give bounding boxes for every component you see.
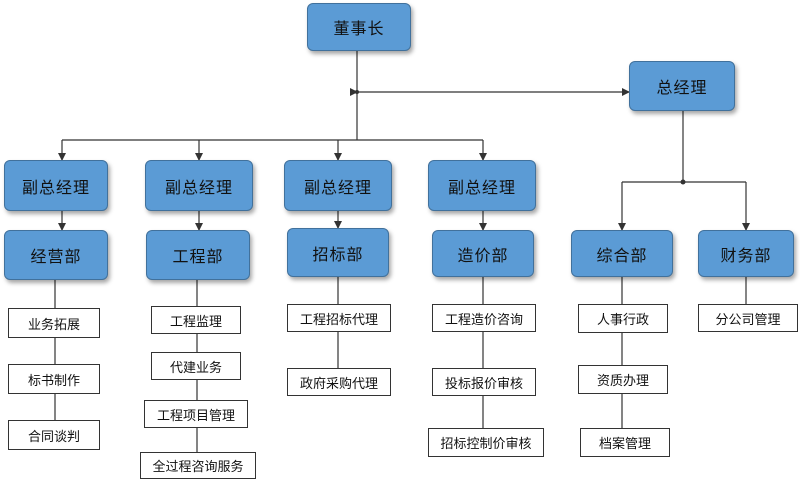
item-box: 人事行政 <box>578 304 668 333</box>
vice-gm-box-4: 副总经理 <box>428 160 536 211</box>
item-box: 业务拓展 <box>8 308 100 338</box>
dept-box-6: 财务部 <box>698 230 794 277</box>
dept-box-1: 经营部 <box>4 230 108 280</box>
item-box: 资质办理 <box>578 365 668 394</box>
dept-box-3: 招标部 <box>287 228 389 277</box>
vice-gm-box-1: 副总经理 <box>4 160 108 211</box>
chairman-junction <box>355 90 359 94</box>
item-box: 工程项目管理 <box>144 400 248 428</box>
item-box: 政府采购代理 <box>287 368 391 396</box>
item-box: 工程监理 <box>151 306 241 334</box>
gm-junction <box>680 179 686 185</box>
dept-box-4: 造价部 <box>432 230 534 277</box>
dept-box-5: 综合部 <box>571 230 673 277</box>
dept-box-2: 工程部 <box>146 230 250 280</box>
general-manager-box: 总经理 <box>629 61 735 111</box>
item-box: 工程造价咨询 <box>432 304 536 332</box>
item-box: 档案管理 <box>580 428 670 457</box>
item-box: 合同谈判 <box>8 420 100 450</box>
item-box: 标书制作 <box>8 364 100 394</box>
chairman-box: 董事长 <box>307 3 411 51</box>
vice-gm-box-2: 副总经理 <box>145 160 253 211</box>
item-box: 分公司管理 <box>698 304 798 332</box>
item-box: 工程招标代理 <box>287 304 391 332</box>
vice-gm-box-3: 副总经理 <box>284 160 392 211</box>
item-box: 投标报价审核 <box>432 368 536 396</box>
item-box: 招标控制价审核 <box>428 428 544 457</box>
item-box: 全过程咨询服务 <box>140 452 256 479</box>
item-box: 代建业务 <box>151 352 241 380</box>
